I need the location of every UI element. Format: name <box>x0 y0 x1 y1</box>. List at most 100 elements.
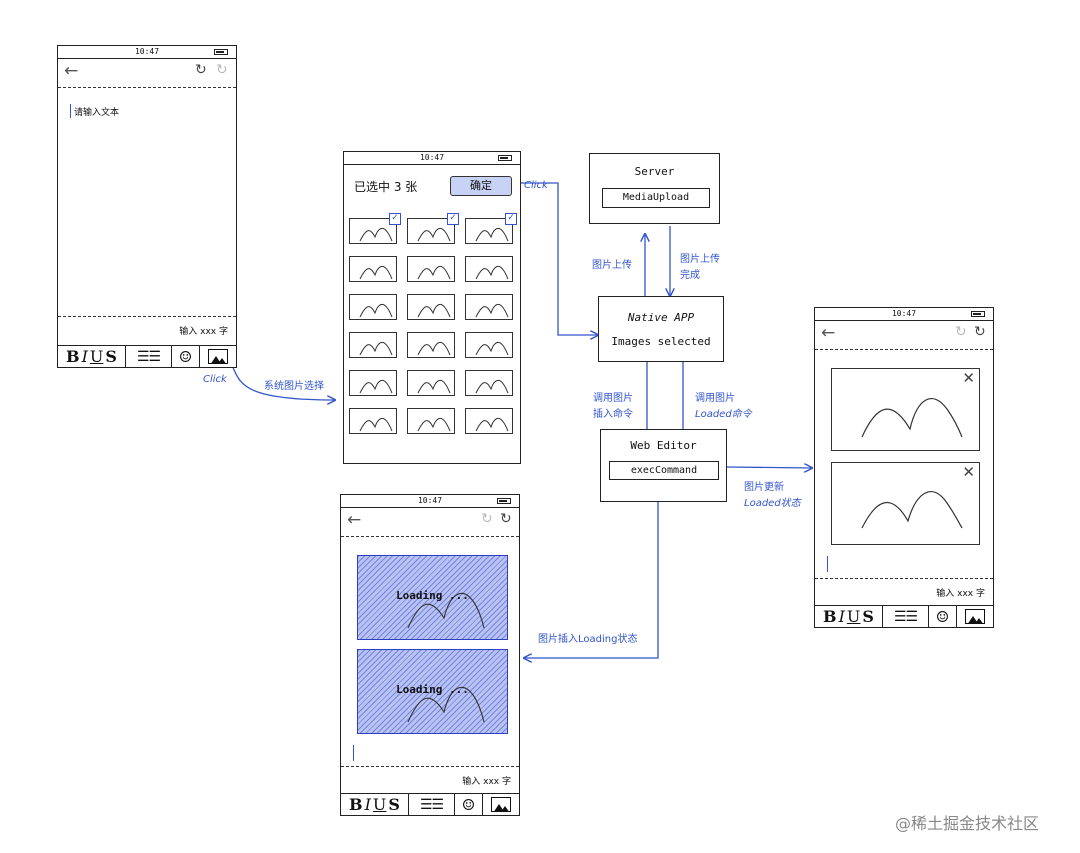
redo-icon[interactable]: ↻ <box>974 324 986 340</box>
image-thumbnail[interactable] <box>465 218 513 244</box>
selected-check-icon[interactable]: ✓ <box>447 213 459 225</box>
text-cursor <box>827 556 828 572</box>
mountain-image-icon <box>861 398 963 438</box>
upload-done-label-1: 图片上传 <box>680 254 720 265</box>
bold-button[interactable]: B <box>823 607 837 626</box>
footer-divider <box>341 766 519 767</box>
undo-icon[interactable]: ↻ <box>481 511 493 527</box>
text-style-group: B I U S <box>815 606 883 627</box>
close-icon[interactable]: ✕ <box>962 369 975 387</box>
web-editor-title: Web Editor <box>630 439 697 452</box>
click-label-1: Click <box>203 374 227 385</box>
status-time: 10:47 <box>419 153 445 162</box>
emoji-icon[interactable]: ☺ <box>929 606 957 627</box>
redo-icon[interactable]: ↻ <box>500 511 512 527</box>
italic-button[interactable]: I <box>364 795 371 814</box>
server-box: Server MediaUpload <box>589 153 720 224</box>
nav-bar: ← ↻ ↻ <box>341 507 519 537</box>
strike-button[interactable]: S <box>862 607 874 626</box>
native-subtitle: Images selected <box>611 335 711 348</box>
phone-empty-editor: 10:47 ← ↻ ↻ 请输入文本 输入 xxx 字 B I U S ☰☰ ☺ <box>57 45 237 368</box>
phone-images-loading: 10:47 ← ↻ ↻ Loading ... Loading ... 输入 x… <box>340 494 520 816</box>
strike-button[interactable]: S <box>105 347 117 366</box>
selected-check-icon[interactable]: ✓ <box>389 213 401 225</box>
strike-button[interactable]: S <box>388 795 400 814</box>
watermark: @稀土掘金技术社区 <box>895 814 1040 833</box>
system-pick-label: 系统图片选择 <box>264 381 324 392</box>
image-thumbnail[interactable] <box>465 408 513 434</box>
close-icon[interactable]: ✕ <box>962 463 975 481</box>
image-thumbnail[interactable] <box>407 218 455 244</box>
word-count: 输入 xxx 字 <box>936 589 985 599</box>
list-buttons[interactable]: ☰☰ <box>409 794 455 815</box>
format-toolbar: B I U S ☰☰ ☺ <box>58 345 236 367</box>
insert-image-button[interactable] <box>483 794 519 815</box>
exec-command-module: execCommand <box>609 461 719 480</box>
list-buttons[interactable]: ☰☰ <box>126 346 172 367</box>
image-thumbnail[interactable] <box>349 256 397 282</box>
upload-label: 图片上传 <box>592 260 632 271</box>
image-thumbnail[interactable] <box>465 256 513 282</box>
image-thumbnail[interactable] <box>407 370 455 396</box>
upload-done-label-2: 完成 <box>680 270 700 281</box>
emoji-icon[interactable]: ☺ <box>172 346 200 367</box>
bold-button[interactable]: B <box>349 795 363 814</box>
image-thumbnail[interactable] <box>465 332 513 358</box>
selected-check-icon[interactable]: ✓ <box>505 213 517 225</box>
text-style-group: B I U S <box>341 794 409 815</box>
image-thumbnail[interactable] <box>407 294 455 320</box>
selected-count: 已选中 3 张 <box>354 180 418 194</box>
image-thumbnail[interactable] <box>465 370 513 396</box>
image-thumbnail[interactable] <box>407 408 455 434</box>
loading-label: Loading ... <box>396 683 469 696</box>
media-upload-module: MediaUpload <box>602 188 710 208</box>
underline-button[interactable]: U <box>89 347 104 366</box>
underline-button[interactable]: U <box>846 607 861 626</box>
loaded-image-card[interactable]: ✕ <box>831 368 980 451</box>
image-thumbnail[interactable] <box>349 332 397 358</box>
loaded-cmd-label-2: Loaded命令 <box>695 409 752 420</box>
underline-button[interactable]: U <box>372 795 387 814</box>
word-count: 输入 xxx 字 <box>462 777 511 787</box>
image-icon <box>965 609 985 624</box>
back-arrow-icon[interactable]: ← <box>821 323 836 343</box>
status-time: 10:47 <box>417 496 443 505</box>
loading-image-card: Loading ... <box>357 555 508 640</box>
redo-icon[interactable]: ↻ <box>216 62 228 78</box>
italic-button[interactable]: I <box>838 607 845 626</box>
image-thumbnail[interactable] <box>349 294 397 320</box>
mountain-image-icon <box>861 491 963 529</box>
image-thumbnail[interactable] <box>465 294 513 320</box>
image-icon <box>208 349 228 364</box>
text-style-group: B I U S <box>58 346 126 367</box>
server-title: Server <box>634 165 675 178</box>
insert-cmd-label-1: 调用图片 <box>593 393 633 404</box>
back-arrow-icon[interactable]: ← <box>64 61 79 81</box>
list-buttons[interactable]: ☰☰ <box>883 606 929 627</box>
update-label-2: Loaded状态 <box>744 498 801 509</box>
loading-image-card: Loading ... <box>357 649 508 734</box>
image-thumbnail[interactable] <box>407 256 455 282</box>
loaded-image-card[interactable]: ✕ <box>831 462 980 545</box>
insert-image-button[interactable] <box>957 606 993 627</box>
image-thumbnail[interactable] <box>349 218 397 244</box>
insert-cmd-label-2: 插入命令 <box>593 409 633 420</box>
format-toolbar: B I U S ☰☰ ☺ <box>815 605 993 627</box>
web-editor-box: Web Editor execCommand <box>600 429 727 502</box>
image-thumbnail[interactable] <box>349 408 397 434</box>
undo-icon[interactable]: ↻ <box>955 324 967 340</box>
editor-placeholder[interactable]: 请输入文本 <box>74 108 120 118</box>
confirm-button[interactable]: 确定 <box>450 176 512 196</box>
format-toolbar: B I U S ☰☰ ☺ <box>341 793 519 815</box>
italic-button[interactable]: I <box>81 347 88 366</box>
back-arrow-icon[interactable]: ← <box>347 510 362 530</box>
undo-icon[interactable]: ↻ <box>195 62 207 78</box>
emoji-icon[interactable]: ☺ <box>455 794 483 815</box>
bold-button[interactable]: B <box>66 347 80 366</box>
status-bar: 10:47 <box>58 46 236 59</box>
insert-loading-label: 图片插入Loading状态 <box>538 634 638 645</box>
image-thumbnail[interactable] <box>349 370 397 396</box>
insert-image-button[interactable] <box>200 346 236 367</box>
loaded-cmd-label-1: 调用图片 <box>695 393 735 404</box>
image-thumbnail[interactable] <box>407 332 455 358</box>
